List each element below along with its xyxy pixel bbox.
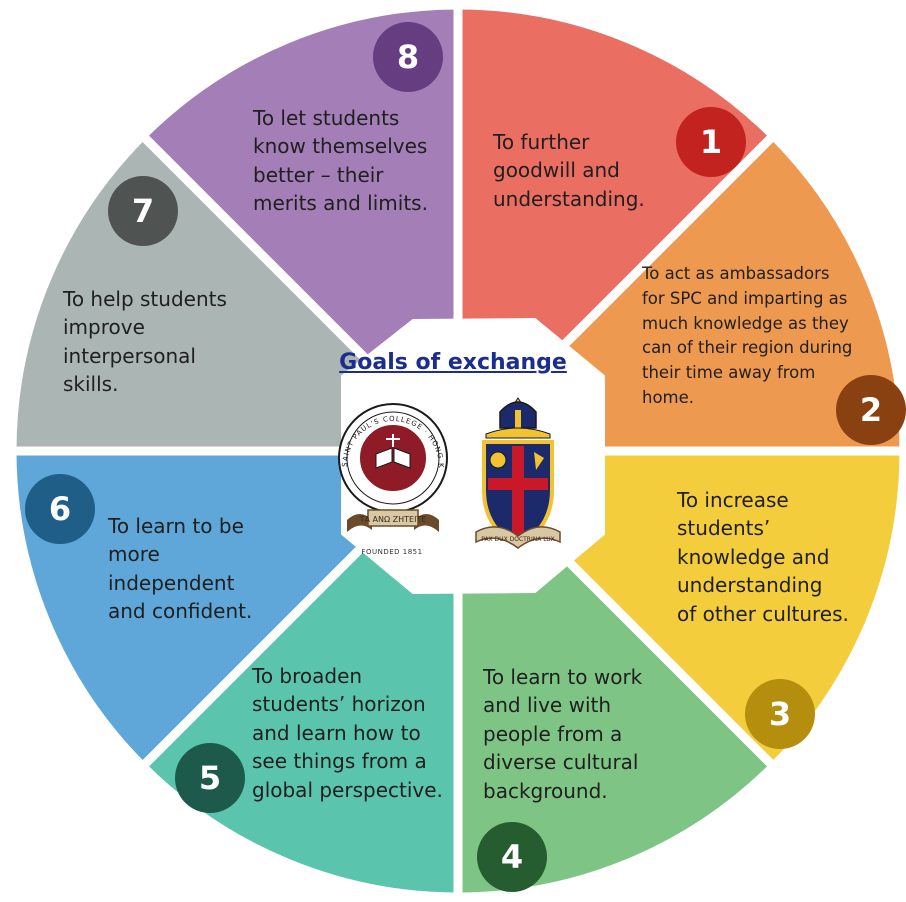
goal-6-text-line: To learn to be [108,514,244,538]
shield-motto-text: PAX DUX DOCTRINA LUX [481,536,555,543]
goal-2-text-line: much knowledge as they [642,313,849,333]
shield-crest-logo: PAX DUX DOCTRINA LUX [475,397,561,549]
goal-6-text: To learn to be more independent and confide… [108,512,252,626]
goal-4-text-line: people from a [483,721,623,746]
goal-4-number-badge: 4 [477,822,547,892]
goal-5-text: To broaden students’ horizon and learn how… [252,662,443,804]
goal-8-text-line: To let students [253,106,400,130]
goal-7-number-badge: 7 [108,176,178,246]
goal-2-text-line: home. [642,387,695,407]
goal-5-text-line: see things from a [252,749,427,774]
goal-4-text-line: and live with [483,693,612,718]
diagram-title: Goals of exchange [339,350,567,375]
goal-8-number-badge: 8 [373,22,443,92]
goal-4-text: To learn to work and live with people from… [483,663,642,805]
goal-2-text: To act as ambassadors for SPC and imparti… [642,262,852,411]
goal-3-number-badge: 3 [745,679,815,749]
goal-6-text-line: more [108,542,160,567]
goal-5-text-line: and learn how to [252,720,421,745]
crest-motto-text: ΤΑ ΑΝΩ ΖΗΤΕΙΤΕ [359,515,427,524]
goal-8-text-line: know themselves [253,134,428,159]
goal-1-text-line: goodwill and [493,158,620,183]
goal-6-number-badge: 6 [25,474,95,544]
goal-7-text-line: improve [63,315,145,340]
goal-6-text-line: and confident. [108,599,253,624]
goal-1-text-line: To further [493,130,590,154]
goal-5-text-line: global perspective. [252,777,443,802]
goal-2-text-line: To act as ambassadors [642,264,830,283]
goal-3-text-line: students’ [677,516,771,541]
goal-4-text-line: background. [483,778,608,803]
goal-6-text-line: independent [108,570,235,595]
goal-5-number-badge: 5 [175,743,245,813]
goal-2-text-line: can of their region during [642,338,853,358]
goal-3-text-line: understanding [677,573,823,598]
goal-3-text: To increase students’ knowledge and underst… [677,486,849,628]
goal-3-text-line: knowledge and [677,544,830,569]
goal-7-text-line: skills. [63,372,119,397]
goal-1-text: To further goodwill and understanding. [493,128,645,213]
goal-1-text-line: understanding. [493,186,645,211]
goal-8-wedge [138,0,463,456]
goal-8-text-line: merits and limits. [253,191,428,216]
goal-7-text: To help students improve interpersonal skil… [63,285,227,399]
goal-1-number-badge: 1 [676,107,746,177]
goal-5-text-line: students’ horizon [252,692,426,717]
goal-2-text-line: for SPC and imparting as [642,288,848,308]
goal-3-text-line: To increase [677,488,789,512]
goal-8-text-line: better – their [253,162,384,187]
goal-4-text-line: diverse cultural [483,750,639,775]
goal-4-text-line: To learn to work [483,665,643,689]
goal-3-text-line: of other cultures. [677,601,849,626]
goal-5-text-line: To broaden [252,664,363,688]
goal-2-text-line: their time away from [642,363,816,382]
crest-founded-text: FOUNDED 1851 [361,548,423,556]
goal-2-number-badge: 2 [836,375,906,445]
goal-7-text-line: To help students [63,287,227,311]
goal-7-text-line: interpersonal [63,343,196,368]
goal-8-text: To let students know themselves better – t… [253,104,428,218]
